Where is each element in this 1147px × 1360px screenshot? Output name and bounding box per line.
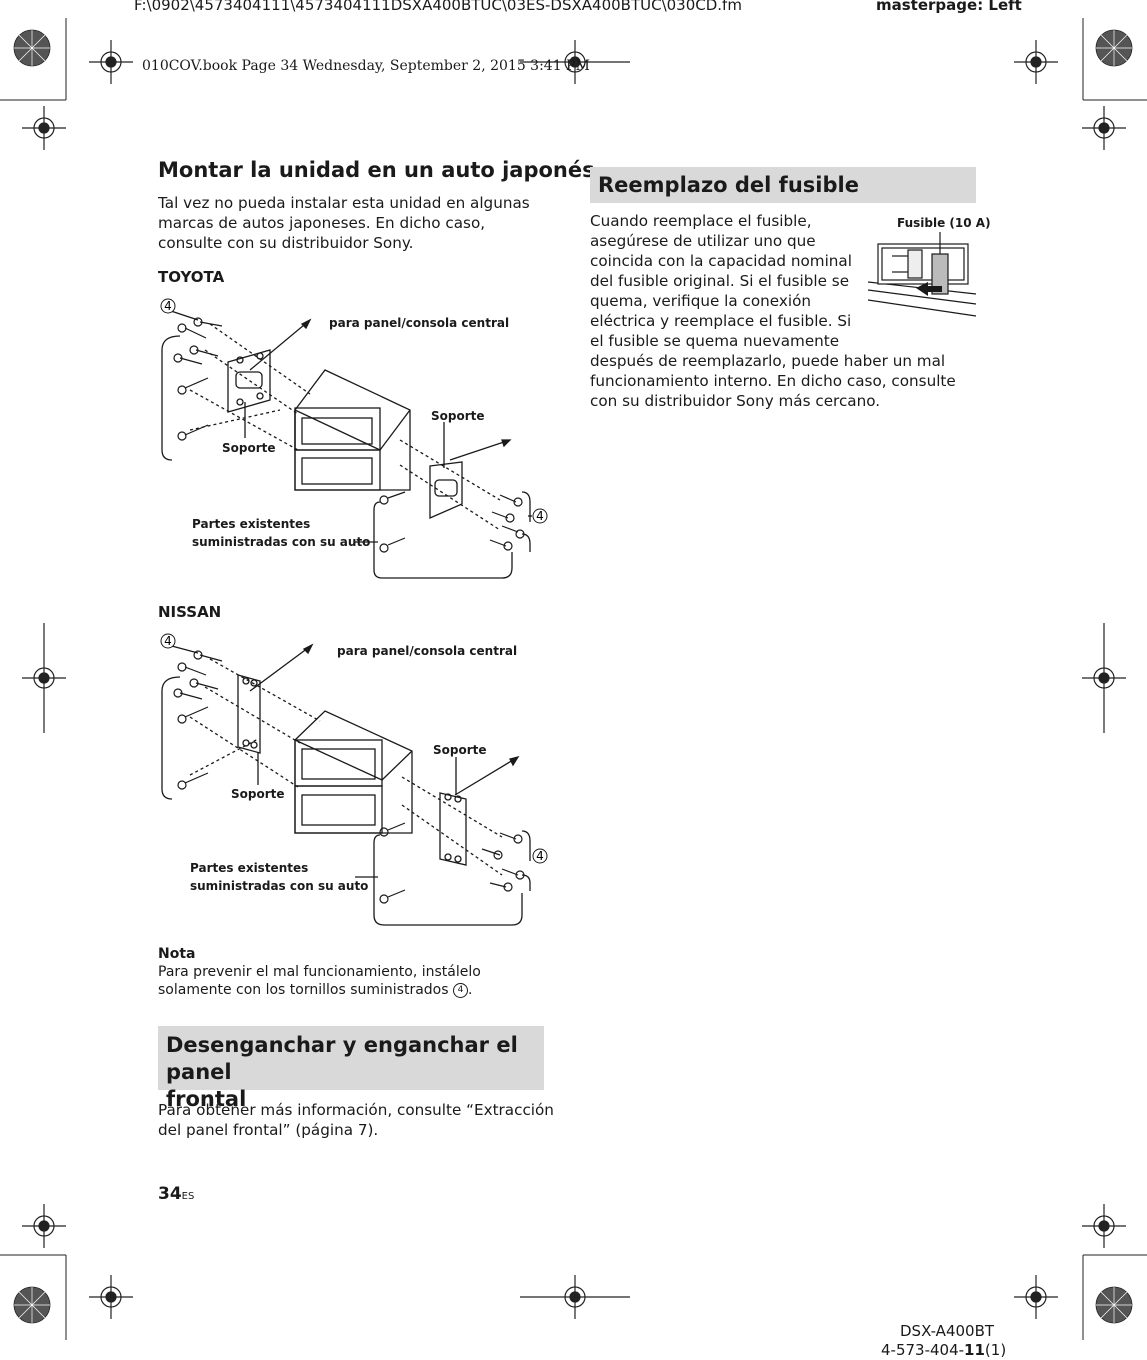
fuse-line-10: con su distribuidor Sony más cercano. xyxy=(590,392,881,410)
part-code-suffix: (1) xyxy=(984,1341,1007,1359)
part-code: 4-573-404-11(1) xyxy=(881,1341,1006,1359)
nissan-callout-4-right: 4 xyxy=(536,849,544,863)
page-number-suffix: ES xyxy=(181,1191,195,1202)
fuse-line-9: funcionamiento interno. En dicho caso, c… xyxy=(590,372,956,390)
faceplate-text-1: Para obtener más información, consulte “… xyxy=(158,1101,554,1119)
nissan-label-parts-1: Partes existentes xyxy=(190,861,309,875)
fuse-line-5: quema, verifique la conexión xyxy=(590,292,811,310)
note-line-2: solamente con los tornillos suministrado… xyxy=(158,982,473,998)
callout-4-top: 4 xyxy=(164,299,172,313)
section-header-faceplate-line2: frontal xyxy=(166,1087,247,1111)
faceplate-text-2: del panel frontal” (página 7). xyxy=(158,1121,379,1139)
nissan-callout-4-top: 4 xyxy=(164,634,172,648)
masterpage-label: masterpage: Left xyxy=(876,0,1022,14)
nissan-label-parts-2: suministradas con su auto xyxy=(190,879,369,893)
note-line-2-text: solamente con los tornillos suministrado… xyxy=(158,982,449,998)
callout-4-right: 4 xyxy=(536,509,544,523)
book-info: 010COV.book Page 34 Wednesday, September… xyxy=(142,58,590,74)
fuse-line-2: asegúrese de utilizar uno que xyxy=(590,232,816,250)
section-header-fuse: Reemplazo del fusible xyxy=(590,167,976,203)
nissan-label-bracket-right: Soporte xyxy=(433,743,487,757)
part-code-prefix: 4-573-404- xyxy=(881,1341,965,1359)
page-number: 34ES xyxy=(158,1184,194,1204)
toyota-label-panel: para panel/consola central xyxy=(329,316,510,330)
fuse-line-7: el fusible se quema nuevamente xyxy=(590,332,840,350)
toyota-label-bracket-right: Soporte xyxy=(431,409,485,423)
nissan-label-panel: para panel/consola central xyxy=(337,644,518,658)
fuse-label: Fusible (10 A) xyxy=(897,216,991,230)
fuse-line-4: del fusible original. Si el fusible se xyxy=(590,272,850,290)
note-line-1: Para prevenir el mal funcionamiento, ins… xyxy=(158,964,481,980)
fuse-line-3: coincida con la capacidad nominal xyxy=(590,252,852,270)
section-header-faceplate-line1: Desenganchar y enganchar el panel xyxy=(166,1033,518,1084)
page-number-digits: 34 xyxy=(158,1184,182,1204)
toyota-label-parts-1: Partes existentes xyxy=(192,517,311,531)
fuse-line-8: después de reemplazarlo, puede haber un … xyxy=(590,352,946,370)
nissan-label-bracket-left: Soporte xyxy=(231,787,285,801)
note-title: Nota xyxy=(158,946,196,962)
nissan-diagram: 4 4 xyxy=(160,633,548,926)
section-title-japanese-car: Montar la unidad en un auto japonés xyxy=(158,158,595,182)
note-callout-4: 4 xyxy=(452,982,468,998)
intro-text: Tal vez no pueda instalar esta unidad en… xyxy=(158,194,530,252)
fuse-line-6: eléctrica y reemplace el fusible. Si xyxy=(590,312,852,330)
nissan-heading: NISSAN xyxy=(158,603,222,621)
section-header-faceplate: Desenganchar y enganchar el panel fronta… xyxy=(158,1026,544,1111)
model-number: DSX-A400BT xyxy=(900,1322,995,1340)
fuse-illustration xyxy=(867,232,977,317)
toyota-heading: TOYOTA xyxy=(158,268,225,286)
file-path: F:\0902\4573404111\4573404111DSXA400BTUC… xyxy=(134,0,742,14)
fuse-line-1: Cuando reemplace el fusible, xyxy=(590,212,812,230)
toyota-label-bracket-left: Soporte xyxy=(222,441,276,455)
toyota-label-parts-2: suministradas con su auto xyxy=(192,535,371,549)
part-code-bold: 11 xyxy=(964,1341,985,1359)
toyota-diagram: 4 4 xyxy=(160,298,548,579)
